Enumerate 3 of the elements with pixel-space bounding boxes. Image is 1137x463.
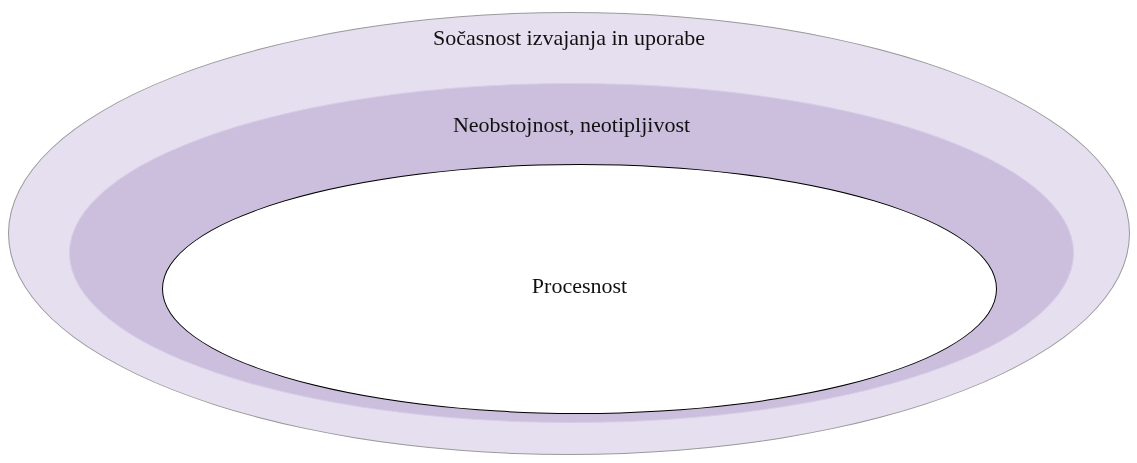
ellipse-label: Procesnost bbox=[531, 273, 628, 299]
ellipse-label: Neobstojnost, neotipljivost bbox=[452, 112, 691, 138]
ellipse-label: Sočasnost izvajanja in uporabe bbox=[433, 25, 705, 51]
